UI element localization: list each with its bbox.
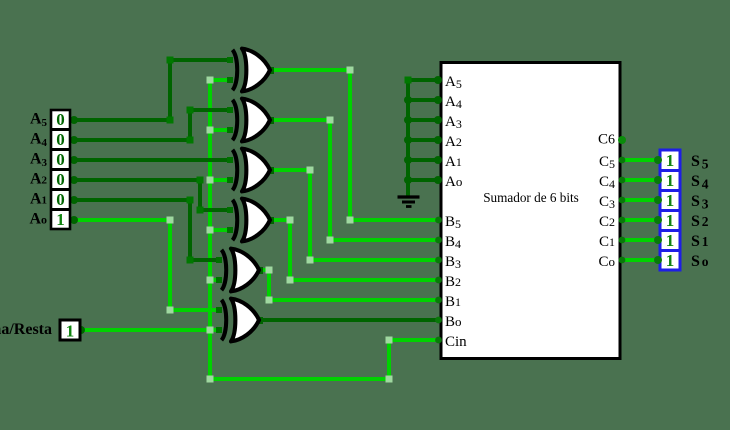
svg-text:B5: B5 [445,214,461,231]
svg-text:0: 0 [56,190,65,209]
svg-text:S4: S4 [691,173,710,192]
svg-text:S2: S2 [691,213,710,230]
svg-text:B3: B3 [445,254,461,271]
svg-text:C1: C1 [599,234,615,250]
svg-text:0: 0 [56,150,65,169]
svg-text:C2: C2 [599,214,615,230]
svg-text:Suma/Resta: Suma/Resta [0,321,52,338]
svg-text:0: 0 [56,110,65,129]
svg-text:1: 1 [56,210,65,229]
svg-text:A1: A1 [30,191,47,208]
svg-text:A4: A4 [445,94,462,111]
svg-text:So: So [691,253,710,270]
svg-text:Ao: Ao [445,174,462,190]
svg-text:A2: A2 [445,134,462,150]
svg-text:S1: S1 [691,233,710,250]
svg-text:1: 1 [666,191,675,210]
svg-text:C3: C3 [599,194,615,211]
svg-text:1: 1 [666,171,675,190]
svg-text:0: 0 [56,130,65,149]
svg-text:A5: A5 [445,74,462,91]
svg-text:S5: S5 [691,153,710,172]
svg-text:C4: C4 [599,174,615,191]
svg-text:B4: B4 [445,234,461,251]
svg-text:1: 1 [66,322,75,341]
svg-text:B1: B1 [445,294,461,310]
svg-text:Bo: Bo [445,314,462,330]
svg-text:A2: A2 [30,171,48,188]
svg-text:Cin: Cin [445,334,467,350]
svg-text:1: 1 [666,151,675,170]
svg-text:Ao: Ao [29,211,47,228]
svg-text:C6: C6 [598,132,615,148]
svg-text:A1: A1 [445,154,462,170]
svg-text:C5: C5 [599,154,615,171]
svg-text:1: 1 [666,231,675,250]
svg-text:Co: Co [598,254,615,270]
svg-text:B2: B2 [445,274,461,290]
svg-text:0: 0 [56,170,65,189]
svg-text:1: 1 [666,211,675,230]
svg-text:S3: S3 [691,193,710,212]
svg-text:Sumador de 6 bits: Sumador de 6 bits [483,190,579,205]
svg-text:1: 1 [666,251,675,270]
svg-text:A3: A3 [445,114,462,131]
